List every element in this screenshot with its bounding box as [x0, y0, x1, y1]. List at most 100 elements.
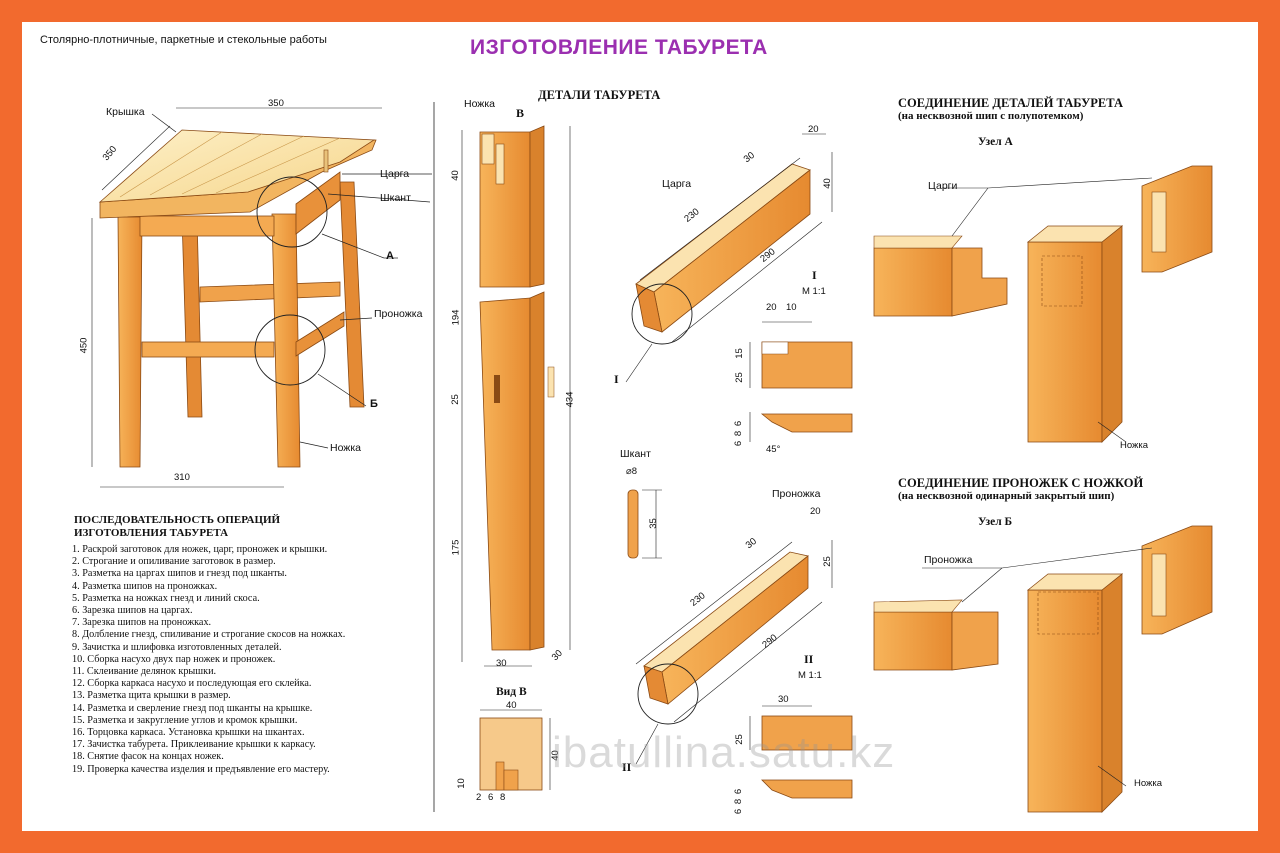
leg-dim-434: 434	[564, 391, 576, 408]
view-dim-a8: 8	[500, 792, 506, 803]
callout-ii: II	[622, 760, 632, 774]
leg-dim-25: 25	[449, 394, 461, 405]
joint-a-title: СОЕДИНЕНИЕ ДЕТАЛЕЙ ТАБУРЕТА	[898, 96, 1124, 110]
rail-dim-25: 25	[821, 556, 833, 567]
leg-dim-40: 40	[449, 170, 461, 181]
stool-front-leg-left	[117, 216, 143, 468]
details-title: ДЕТАЛИ ТАБУРЕТА	[538, 88, 661, 102]
stool-dowel	[323, 149, 329, 173]
joint-b-title: СОЕДИНЕНИЕ ПРОНОЖЕК С НОЖКОЙ	[898, 476, 1144, 490]
view-b-title: Вид В	[496, 686, 527, 698]
leg-dim-194: 194	[450, 309, 462, 326]
operations-list: 1. Раскрой заготовок для ножек, царг, пр…	[72, 544, 345, 776]
section-ii-scale: М 1:1	[798, 670, 822, 681]
section-i-mark: I	[812, 268, 817, 282]
list-item: 13. Разметка щита крышки в размер.	[72, 690, 231, 702]
section-ii-d30: 30	[778, 694, 789, 705]
section-i-angle: 45°	[766, 444, 781, 455]
view-dim-a6: 6	[488, 792, 494, 803]
list-item: 14. Разметка и сверление гнезд под шкант…	[72, 702, 313, 714]
list-item: 18. Снятие фасок на концах ножек.	[72, 751, 224, 763]
dowel-detail	[627, 489, 662, 559]
operations-title: ПОСЛЕДОВАТЕЛЬНОСТЬ ОПЕРАЦИЙ ИЗГОТОВЛЕНИЯ…	[74, 514, 280, 540]
list-item: 10. Сборка насухо двух пар ножек и проно…	[72, 653, 276, 665]
list-item: 2. Строгание и опиливание заготовок в ра…	[72, 556, 276, 568]
section-i-d6b: 6	[733, 440, 745, 447]
stool-side-rail	[295, 311, 345, 357]
dim-lid-width: 350	[268, 98, 284, 109]
list-item: 5. Разметка на ножках гнезд и линий скос…	[72, 592, 260, 604]
dim-height: 450	[78, 337, 90, 354]
operations-title-line1: ПОСЛЕДОВАТЕЛЬНОСТЬ ОПЕРАЦИЙ	[74, 514, 281, 526]
list-item: 1. Раскрой заготовок для ножек, царг, пр…	[72, 544, 328, 555]
stool-back-leg-right	[339, 181, 365, 408]
stool-front-apron	[139, 215, 275, 237]
node-a-circle	[256, 176, 328, 248]
section-ii-d6b: 6	[733, 808, 745, 815]
poster-sheet: Столярно-плотничные, паркетные и стеколь…	[22, 22, 1258, 831]
stool-lid	[98, 129, 376, 203]
joint-a-node: Узел А	[978, 136, 1013, 148]
operations-title-line2: ИЗГОТОВЛЕНИЯ ТАБУРЕТА	[74, 527, 229, 539]
list-item: 4. Разметка шипов на проножках.	[72, 580, 218, 592]
joint-a-subtitle: (на несквозной шип с полупотемком)	[898, 110, 1084, 122]
list-item: 15. Разметка и закругление углов и кромо…	[72, 714, 298, 726]
joint-b-node: Узел Б	[978, 516, 1013, 528]
node-b-circle	[254, 314, 326, 386]
section-ii-d8: 8	[733, 798, 745, 805]
watermark: ibatullina.satu.kz	[552, 728, 896, 777]
stool-drawing	[91, 107, 432, 488]
section-i-d8: 8	[733, 430, 745, 437]
apron-dim-40: 40	[821, 178, 833, 189]
label-node-b: Б	[370, 398, 378, 410]
list-item: 11. Склеивание делянок крышки.	[72, 666, 217, 678]
joint-b-subtitle: (на несквозной одинарный закрытый шип)	[898, 490, 1115, 502]
rail-detail-label: Проножка	[772, 488, 821, 500]
label-apron: Царга	[380, 168, 410, 180]
stool-back-leg-left	[181, 216, 203, 418]
list-item: 17. Зачистка табурета. Приклеивание крыш…	[72, 739, 316, 751]
leg-detail	[461, 125, 571, 791]
list-item: 19. Проверка качества изделия и предъявл…	[72, 763, 330, 775]
joint-a-drawing	[873, 165, 1213, 443]
leg-detail-label: Ножка	[464, 98, 495, 110]
page-title: ИЗГОТОВЛЕНИЕ ТАБУРЕТА	[470, 36, 768, 59]
section-ii-mark: II	[804, 652, 814, 666]
dowel-dim-dia: ⌀8	[626, 466, 638, 477]
section-i-d15: 15	[733, 348, 745, 359]
leg-dim-175: 175	[450, 539, 462, 556]
dowel-dim-len: 35	[647, 518, 659, 529]
rail-dim-20: 20	[810, 506, 821, 517]
view-dim-a2: 2	[476, 792, 482, 803]
joint-a-aprons-label: Царги	[928, 180, 958, 192]
list-item: 6. Зарезка шипов на царгах.	[72, 605, 193, 617]
subject-caption: Столярно-плотничные, паркетные и стеколь…	[40, 34, 327, 46]
joint-b-leg-label: Ножка	[1134, 778, 1163, 789]
apron-detail	[625, 133, 853, 442]
list-item: 8. Долбление гнезд, спиливание и строган…	[72, 629, 346, 641]
list-item: 3. Разметка на царгах шипов и гнезд под …	[72, 568, 287, 580]
apron-dim-20: 20	[808, 124, 819, 135]
stool-back-rail	[199, 281, 341, 303]
label-lid: Крышка	[106, 106, 145, 118]
list-item: 16. Торцовка каркаса. Установка крышки н…	[72, 727, 305, 739]
callout-i: I	[614, 372, 619, 386]
view-dim-w40: 40	[506, 700, 517, 711]
leg-dim-30a: 30	[496, 658, 507, 669]
drawing-canvas	[91, 102, 1213, 813]
view-dim-h10: 10	[455, 778, 467, 789]
section-i-scale: М 1:1	[802, 286, 826, 297]
joint-b-rail-label: Проножка	[924, 554, 973, 566]
stool-front-leg-right	[271, 213, 301, 468]
label-dowel: Шкант	[380, 192, 411, 204]
stool-side-apron	[295, 171, 341, 235]
list-item: 12. Сборка каркаса насухо и последующая …	[72, 678, 312, 690]
dim-base: 310	[174, 472, 190, 483]
section-i-d10: 10	[786, 302, 797, 313]
section-i-d25: 25	[733, 372, 745, 383]
view-mark: В	[516, 106, 525, 120]
label-rail: Проножка	[374, 308, 423, 320]
section-ii-d6a: 6	[733, 788, 745, 795]
apron-detail-label: Царга	[662, 178, 692, 190]
